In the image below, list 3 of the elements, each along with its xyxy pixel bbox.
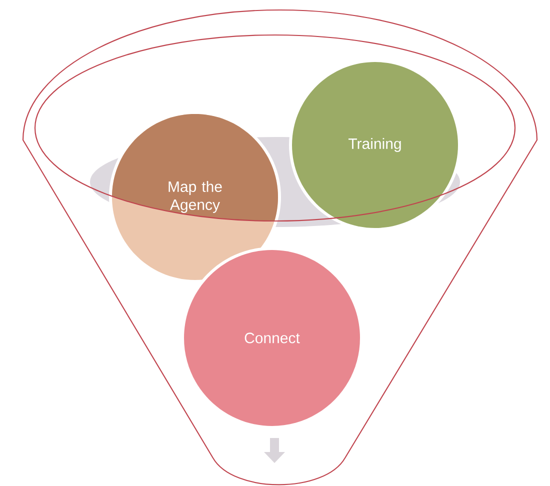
- node-label: Training: [348, 138, 401, 152]
- node-label: Map the Agency: [168, 180, 222, 213]
- node-label: Connect: [244, 332, 300, 344]
